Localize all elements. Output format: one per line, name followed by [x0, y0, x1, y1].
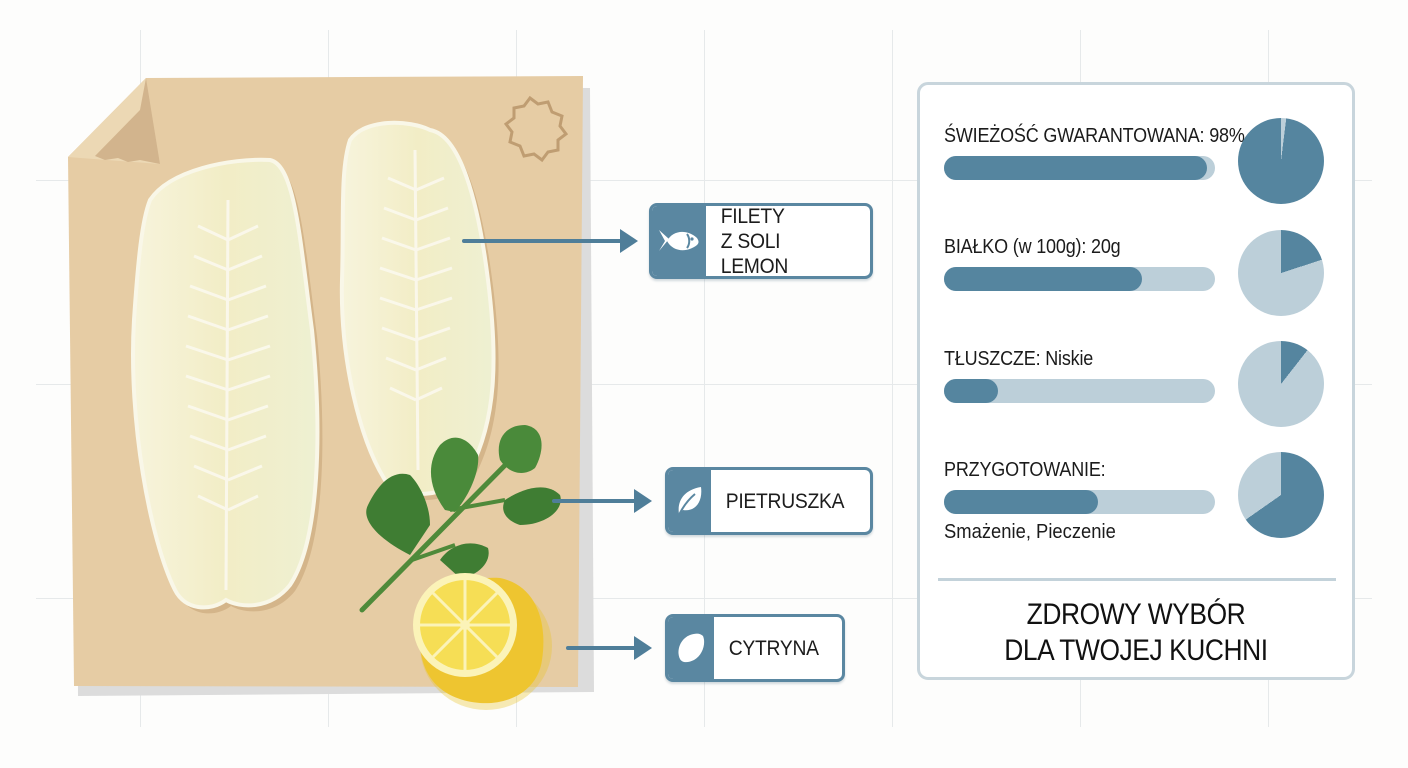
grid-line	[36, 384, 1372, 385]
grid-line	[704, 30, 705, 727]
arrow-to-parsley-label	[552, 489, 652, 513]
arrow-to-lemon-label	[566, 636, 652, 660]
pie-chart	[1238, 452, 1324, 538]
card-divider	[938, 578, 1336, 581]
card-footer: ZDROWY WYBÓR DLA TWOJEJ KUCHNI	[920, 597, 1352, 669]
fish-icon	[659, 230, 699, 251]
label-lemon: CYTRYNA	[665, 614, 845, 682]
grid-line	[36, 598, 1372, 599]
progress-bar-fill	[944, 379, 999, 403]
grid-line	[36, 180, 1372, 181]
grid-line	[892, 30, 893, 727]
metric-label: PRZYGOTOWANIE:	[944, 459, 1106, 481]
label-fish-fillets: FILETY Z SOLI LEMON	[649, 203, 873, 279]
label-line: PIETRUSZKA	[725, 489, 845, 513]
progress-bar-fill	[944, 267, 1142, 291]
label-parsley: PIETRUSZKA	[665, 467, 873, 535]
progress-bar	[944, 379, 1215, 403]
arrow-to-fillet-label	[462, 229, 638, 253]
metric-label: TŁUSZCZE: Niskie	[944, 348, 1094, 370]
parsley-icon	[359, 425, 561, 613]
label-line: Z SOLI LEMON	[720, 229, 789, 278]
metric-label: ŚWIEŻOŚĆ GWARANTOWANA: 98%	[944, 125, 1245, 147]
label-line: FILETY	[720, 204, 785, 228]
food-illustration	[68, 76, 594, 710]
nutrition-card: ŚWIEŻOŚĆ GWARANTOWANA: 98% BIAŁKO (w 100…	[917, 82, 1355, 680]
pie-chart	[1238, 118, 1324, 204]
progress-bar	[944, 267, 1215, 291]
leaf-icon	[676, 487, 701, 518]
footer-line: DLA TWOJEJ KUCHNI	[1004, 634, 1268, 667]
stamp-icon	[503, 95, 569, 163]
pie-chart	[1238, 341, 1324, 427]
lemon-icon	[678, 633, 705, 663]
fish-fillet-icon	[131, 157, 320, 610]
metric-subtext: Smażenie, Pieczenie	[944, 521, 1116, 543]
progress-bar-fill	[944, 156, 1207, 180]
progress-bar	[944, 156, 1215, 180]
footer-line: ZDROWY WYBÓR	[1026, 598, 1246, 631]
label-line: CYTRYNA	[728, 636, 819, 660]
metric-label: BIAŁKO (w 100g): 20g	[944, 236, 1121, 258]
lemon-half-icon	[413, 573, 552, 710]
progress-bar	[944, 490, 1215, 514]
pie-chart	[1238, 230, 1324, 316]
progress-bar-fill	[944, 490, 1099, 514]
